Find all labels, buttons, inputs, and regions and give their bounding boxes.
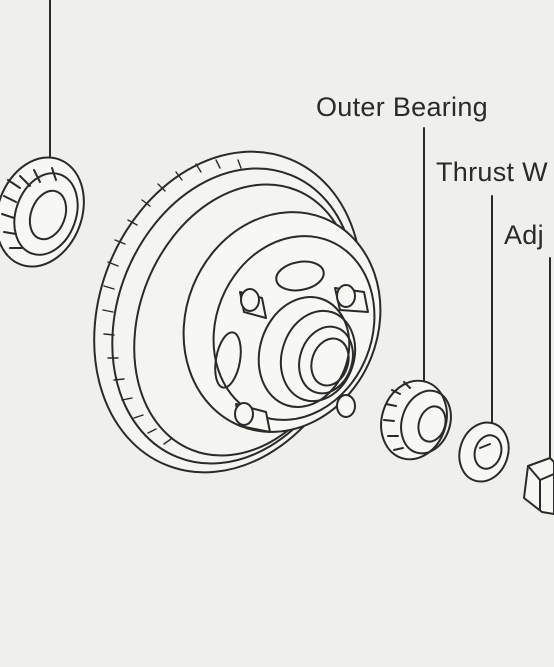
outer-bearing [380, 379, 452, 461]
wheel-studs [234, 284, 369, 433]
thrust-washer-label: Thrust W [436, 157, 548, 187]
inner-bearing [0, 156, 85, 268]
outer-bearing-label: Outer Bearing [316, 92, 488, 122]
thrust-washer [458, 421, 510, 483]
adjusting-nut-label: Adj [504, 220, 544, 250]
hub-center-boss [257, 296, 357, 408]
adjusting-nut [523, 457, 554, 515]
